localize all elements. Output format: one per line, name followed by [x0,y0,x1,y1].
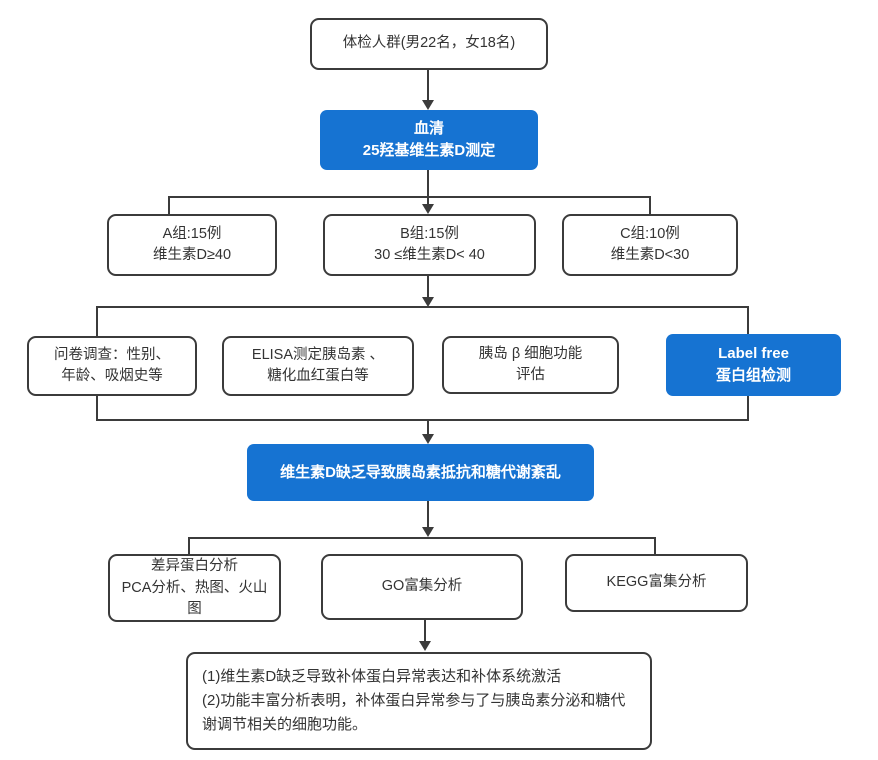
node-label-free-line1: Label free [718,345,789,363]
connector-groups-distribution-line [168,196,651,198]
node-serum-vitd-test: 血清 25羟基维生素D测定 [320,110,538,170]
connector-go-final-line [424,620,426,642]
node-questionnaire: 问卷调查：性别、 年龄、吸烟史等 [27,336,197,396]
connector-row4-top-line [96,306,749,308]
connector-banner-row6-arrowhead [422,527,434,537]
node-population: 体检人群(男22名，女18名) [310,18,548,70]
connector-row6-distribution-line [188,537,656,539]
node-elisa-line2: 糖化血红蛋白等 [267,368,369,384]
node-banner-label: 维生素D缺乏导致胰岛素抵抗和糖代谢紊乱 [280,463,561,481]
node-go-label: GO富集分析 [381,578,463,595]
node-elisa: ELISA测定胰岛素 、 糖化血红蛋白等 [222,336,414,396]
node-group-c: C组:10例 维生素D<30 [562,214,738,276]
node-label-free-line2: 蛋白组检测 [715,367,791,384]
connector-row4-bottom-line [96,419,749,421]
connector-row4-banner-arrowhead [422,434,434,444]
connector-row4-right-upper [747,306,749,334]
connector-go-final-arrowhead [419,641,431,651]
connector-row4-banner-line [427,419,429,435]
node-group-b: B组:15例 30 ≤维生素D< 40 [323,214,536,276]
node-questionnaire-line2: 年龄、吸烟史等 [61,368,163,384]
connector-stub-kegg [654,537,656,554]
node-final-conclusion: (1)维生素D缺乏导致补体蛋白异常表达和补体系统激活 (2)功能丰富分析表明，补… [186,652,652,750]
node-banner-conclusion: 维生素D缺乏导致胰岛素抵抗和糖代谢紊乱 [247,444,594,501]
connector-pop-serum-line [427,70,429,101]
node-dep-analysis: 差异蛋白分析 PCA分析、热图、火山图 [108,554,281,622]
node-beta-cell-line2: 评估 [516,367,545,383]
node-group-b-line2: 30 ≤维生素D< 40 [374,247,485,263]
connector-pop-serum-arrowhead [422,100,434,110]
node-label-free-proteomics: Label free 蛋白组检测 [666,334,841,396]
node-kegg-label: KEGG富集分析 [606,574,707,591]
connector-stub-group-c [649,196,651,214]
connector-row4-left-upper [96,306,98,336]
connector-banner-row6-line [427,501,429,528]
node-dep-line2: PCA分析、热图、火山图 [121,579,268,617]
node-questionnaire-line1: 问卷调查：性别、 [54,346,170,363]
node-serum-line1: 血清 [413,120,444,138]
node-dep-line1: 差异蛋白分析 [151,558,238,575]
connector-serum-groupb-line [427,170,429,204]
node-serum-line2: 25羟基维生素D测定 [362,142,496,159]
connector-stub-dep [188,537,190,554]
node-population-label: 体检人群(男22名，女18名) [342,35,516,52]
node-group-a-line1: A组:15例 [162,225,222,242]
node-group-c-line1: C组:10例 [620,225,680,242]
node-kegg-analysis: KEGG富集分析 [565,554,748,612]
node-beta-cell-function: 胰岛 β 细胞功能 评估 [442,336,619,394]
node-final-line1: (1)维生素D缺乏导致补体蛋白异常表达和补体系统激活 [202,667,562,685]
node-group-a: A组:15例 维生素D≥40 [107,214,277,276]
node-group-a-line2: 维生素D≥40 [152,247,232,263]
node-final-line2: (2)功能丰富分析表明，补体蛋白异常参与了与胰岛素分泌和糖代谢调节相关的细胞功能… [202,691,626,734]
connector-row4-left-lower [96,396,98,421]
connector-serum-groupb-arrowhead [422,204,434,214]
node-go-analysis: GO富集分析 [321,554,523,620]
node-group-b-line1: B组:15例 [400,225,459,242]
node-beta-cell-line1: 胰岛 β 细胞功能 [478,345,583,362]
node-elisa-line1: ELISA测定胰岛素 、 [251,346,385,363]
connector-stub-group-a [168,196,170,214]
connector-groupb-row4-line [427,276,429,298]
connector-groupb-row4-arrowhead [422,297,434,307]
node-group-c-line2: 维生素D<30 [610,247,690,263]
connector-row4-right-lower [747,396,749,421]
